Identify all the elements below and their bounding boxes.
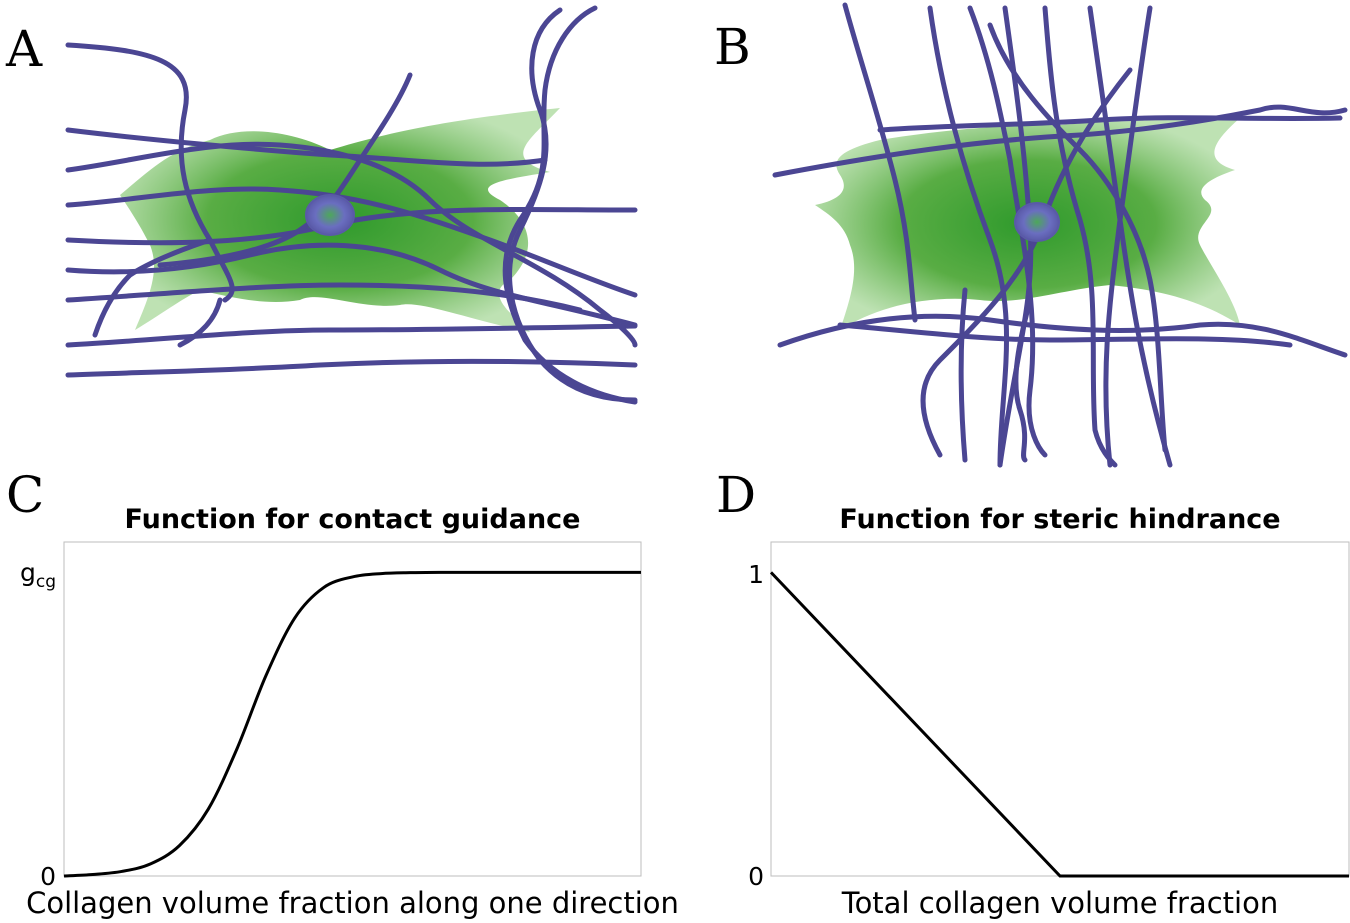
- chart-d-title: Function for steric hindrance: [839, 504, 1281, 535]
- chart-c-series-line: [63, 570, 641, 878]
- panel-label-b: B: [714, 18, 751, 76]
- chart-c-xlabel: Collagen volume fraction along one direc…: [26, 886, 679, 920]
- chart-c-ytick-zero: 0: [40, 862, 56, 891]
- chart-d-series-line: [769, 571, 1349, 878]
- fibers-b: [772, 2, 1348, 468]
- nucleus-a: [305, 194, 355, 236]
- chart-c-ytick-top: gcg: [19, 558, 56, 592]
- chart-d-ytick-zero: 0: [748, 862, 764, 891]
- chart-d-axes-box: [770, 541, 1350, 877]
- panel-label-c: C: [6, 466, 45, 524]
- chart-d-ytick-one: 1: [748, 560, 764, 589]
- cell-illustrations: [65, 2, 1348, 468]
- panel-label-d: D: [716, 466, 757, 524]
- chart-d-xlabel: Total collagen volume fraction: [841, 886, 1279, 920]
- panel-label-a: A: [6, 20, 43, 78]
- nucleus-b: [1014, 202, 1060, 242]
- chart-c-title: Function for contact guidance: [124, 504, 581, 535]
- chart-c-axes-box: [63, 541, 642, 877]
